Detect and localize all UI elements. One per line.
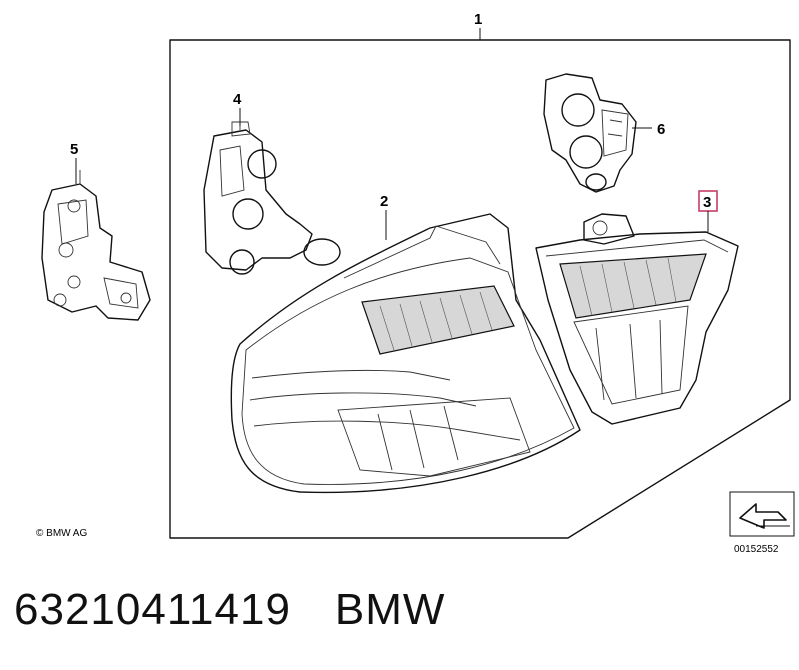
bulb-carrier-5 [41,170,151,321]
callout-2: 2 [380,193,388,210]
part-number: 63210411419 [14,585,291,634]
callout-4: 4 [233,91,242,108]
tail-light-outer-2 [230,213,581,494]
bulb-holder-4 [203,114,341,275]
assembly-frame [169,39,791,539]
bulb-holder-6 [543,73,637,193]
callout-5: 5 [70,141,78,158]
callout-6: 6 [657,121,665,138]
diagram-id: 00152552 [734,544,779,555]
footer: 63210411419 BMW [14,585,489,635]
brand-label: BMW [334,585,446,634]
tail-light-inner-3 [535,213,739,425]
callout-3: 3 [703,194,711,211]
copyright-label: © BMW AG [36,528,87,539]
callout-1: 1 [474,11,482,28]
direction-arrow-icon [729,491,795,537]
